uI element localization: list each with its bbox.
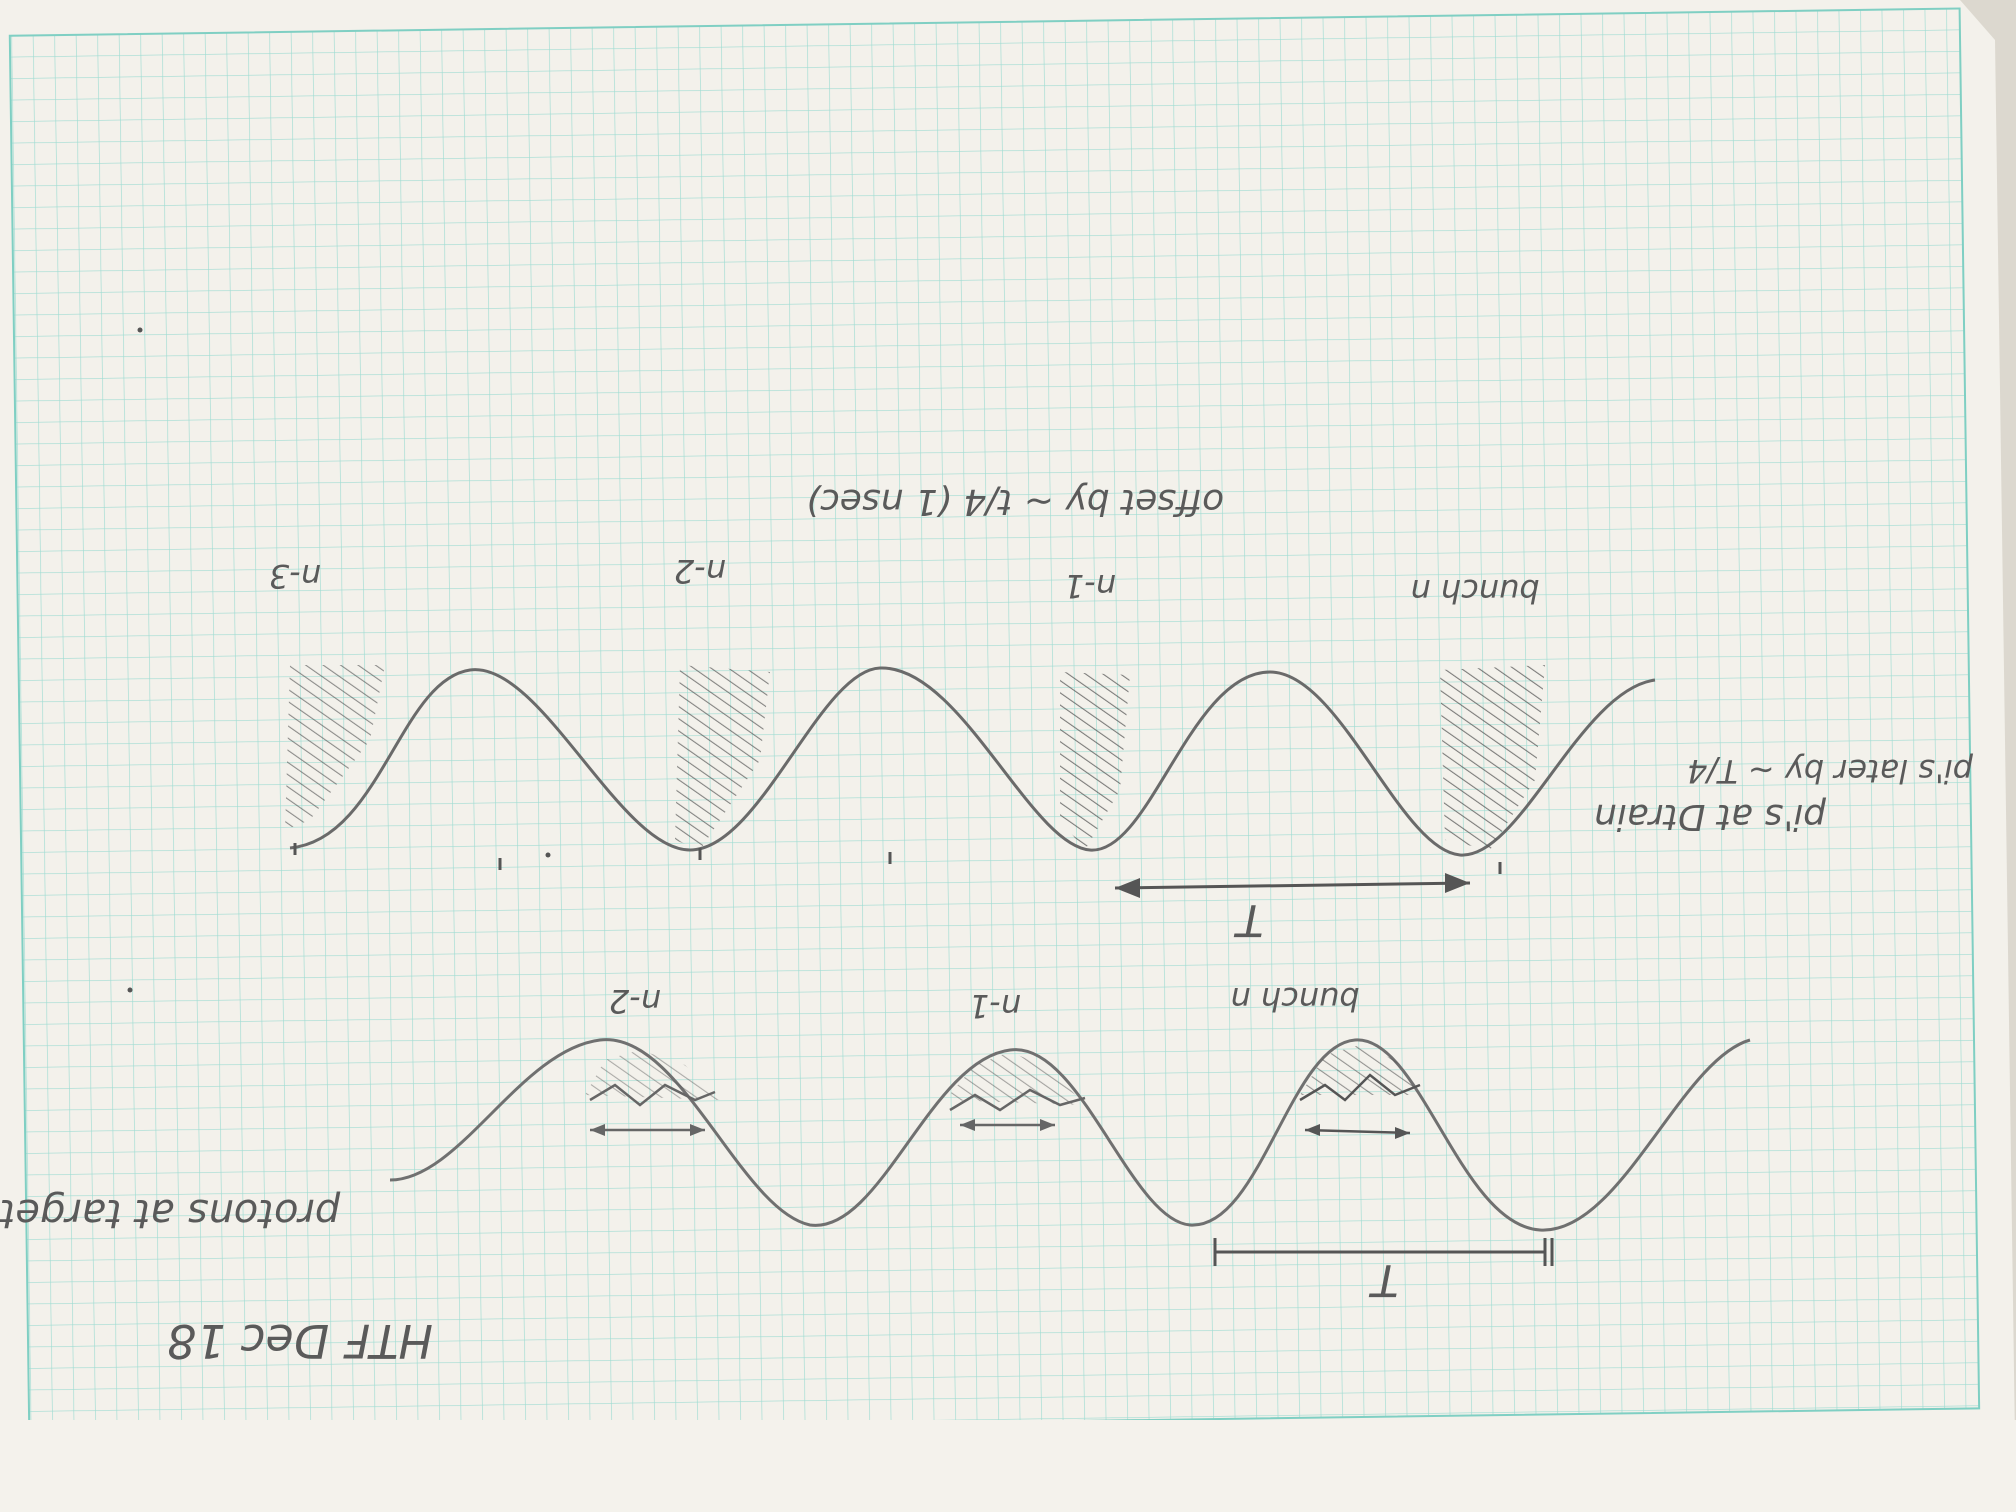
proton-wave <box>389 1038 1751 1232</box>
pion-label-n-3: n-3 <box>269 557 321 595</box>
offset-note: offset by ~ t/4 (1 nsec) <box>806 481 1224 522</box>
pion-label-n-2: n-2 <box>674 552 726 590</box>
proton-label-n-2: n-2 <box>609 982 661 1020</box>
proton-label-bunch-n: bunch n <box>1230 980 1359 1018</box>
pion-label-n-1: n-1 <box>1064 567 1116 605</box>
pion-bunch-hatch <box>675 665 770 850</box>
pion-bunch-hatch <box>1060 672 1130 850</box>
pion-period-arrow <box>1114 881 1471 890</box>
pion-bunch-hatch <box>1440 665 1545 850</box>
pion-period-symbol: T <box>1233 894 1263 945</box>
pion-lateness-note: pi's later by ~ T/4 <box>1687 752 1974 790</box>
proton-bunch-hatch <box>945 1052 1085 1105</box>
pion-label-bunch-n: bunch n <box>1410 572 1539 610</box>
proton-bunch-hatch <box>1300 1045 1420 1095</box>
proton-waveform-diagram: T bunch n n-1 n-2 protons at target <box>0 980 1751 1305</box>
proton-heading: protons at target <box>0 1190 341 1236</box>
pion-bunch-hatch <box>285 665 385 830</box>
paper-bottom-margin <box>0 1420 2016 1512</box>
pion-heading: pi's at Dtrain <box>1594 796 1827 837</box>
date-note: HTF Dec 18 <box>167 1314 433 1368</box>
proton-label-n-1: n-1 <box>969 987 1021 1025</box>
pion-wave <box>289 666 1656 857</box>
pion-waveform-diagram: T bunch n n-1 n-2 n-3 offset by ~ t/4 (1… <box>269 481 1974 945</box>
proton-period-symbol: T <box>1368 1254 1398 1305</box>
